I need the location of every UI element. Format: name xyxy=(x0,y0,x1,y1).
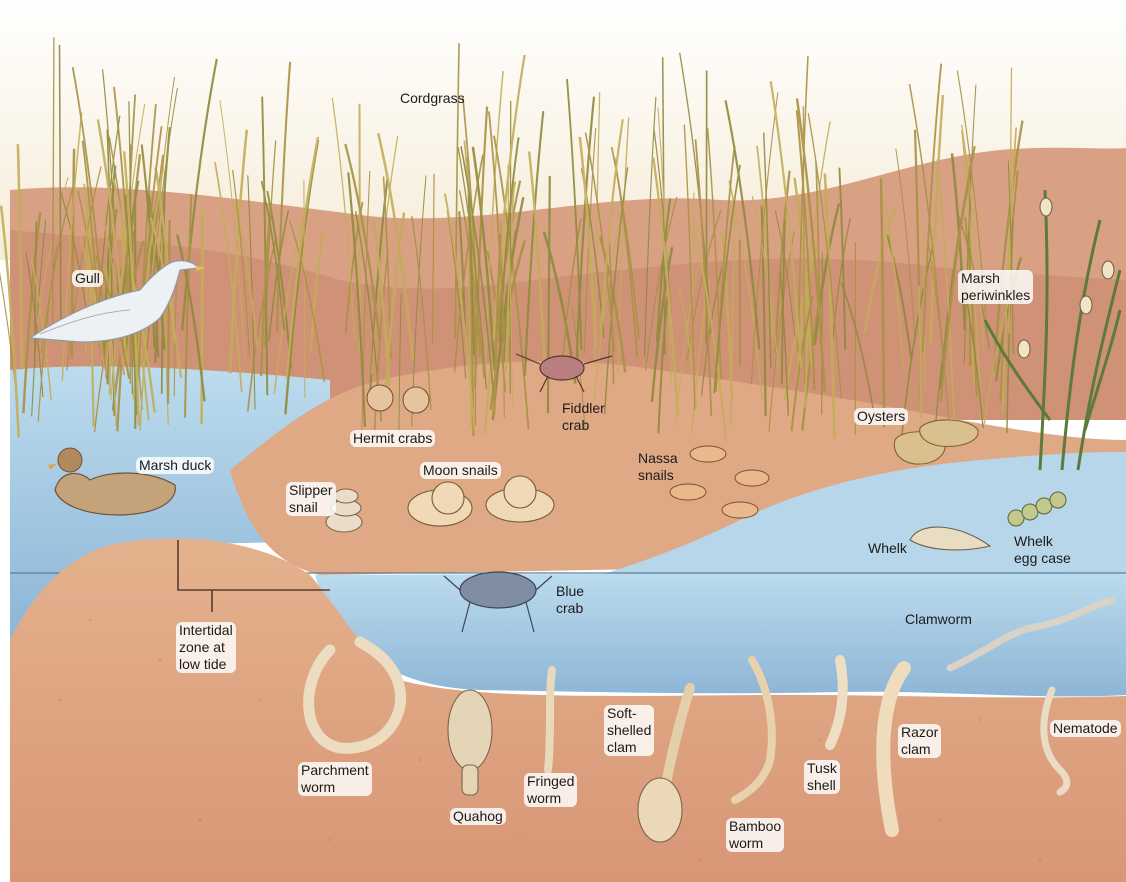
cordgrass-blade xyxy=(510,101,511,394)
label-line: clam xyxy=(901,741,938,758)
label-line: worm xyxy=(301,779,369,796)
label-line: Tusk xyxy=(807,760,837,777)
label-nematode: Nematode xyxy=(1050,720,1121,737)
label-line: Whelk xyxy=(1014,533,1071,550)
label-bamboo-worm: Bamboo worm xyxy=(726,818,784,852)
label-line: worm xyxy=(729,835,781,852)
label-marsh-periwinkles: Marsh periwinkles xyxy=(958,270,1033,304)
label-intertidal-zone: Intertidal zone at low tide xyxy=(176,622,236,673)
label-line: shelled xyxy=(607,722,651,739)
label-cordgrass: Cordgrass xyxy=(400,90,465,107)
label-line: Nassa xyxy=(638,450,678,467)
label-line: Marsh xyxy=(961,270,1030,287)
label-line: periwinkles xyxy=(961,287,1030,304)
label-slipper-snail: Slipper snail xyxy=(286,482,336,516)
cordgrass-blade xyxy=(168,220,170,404)
label-line: crab xyxy=(562,417,605,434)
label-fiddler-crab: Fiddler crab xyxy=(562,400,605,434)
label-line: Fringed xyxy=(527,773,574,790)
label-marsh-duck: Marsh duck xyxy=(136,457,214,474)
label-hermit-crabs: Hermit crabs xyxy=(350,430,435,447)
label-line: Blue xyxy=(556,583,584,600)
label-line: Razor xyxy=(901,724,938,741)
label-quahog: Quahog xyxy=(450,808,506,825)
label-line: Soft- xyxy=(607,705,651,722)
label-oysters: Oysters xyxy=(854,408,908,425)
fringed-worm-figure xyxy=(548,670,552,770)
label-whelk: Whelk xyxy=(868,540,907,557)
label-line: Fiddler xyxy=(562,400,605,417)
label-line: worm xyxy=(527,790,574,807)
main-channel xyxy=(315,572,1126,696)
label-razor-clam: Razor clam xyxy=(898,724,941,758)
label-parchment-worm: Parchment worm xyxy=(298,762,372,796)
label-line: Parchment xyxy=(301,762,369,779)
label-nassa-snails: Nassa snails xyxy=(638,450,678,484)
label-line: egg case xyxy=(1014,550,1071,567)
label-line: snail xyxy=(289,499,333,516)
label-line: clam xyxy=(607,739,651,756)
label-soft-shelled-clam: Soft- shelled clam xyxy=(604,705,654,756)
label-line: shell xyxy=(807,777,837,794)
label-whelk-egg-case: Whelk egg case xyxy=(1014,533,1071,567)
label-clamworm: Clamworm xyxy=(905,611,972,628)
label-blue-crab: Blue crab xyxy=(556,583,584,617)
label-line: Slipper xyxy=(289,482,333,499)
label-tusk-shell: Tusk shell xyxy=(804,760,840,794)
label-line: snails xyxy=(638,467,678,484)
label-line: Intertidal xyxy=(179,622,233,639)
label-line: zone at xyxy=(179,639,233,656)
label-fringed-worm: Fringed worm xyxy=(524,773,577,807)
label-gull: Gull xyxy=(72,270,103,287)
label-line: crab xyxy=(556,600,584,617)
label-line: low tide xyxy=(179,656,233,673)
label-moon-snails: Moon snails xyxy=(420,462,501,479)
label-line: Bamboo xyxy=(729,818,781,835)
